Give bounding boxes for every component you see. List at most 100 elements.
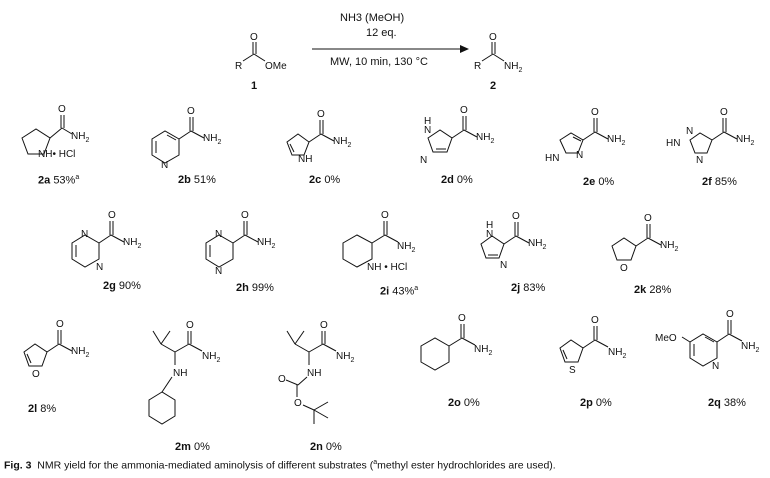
atom-label: NH2 bbox=[123, 237, 141, 250]
atom-label: NH2 bbox=[336, 351, 354, 364]
atom-label: O bbox=[32, 369, 40, 380]
compound-label: 2c 0% bbox=[309, 174, 341, 186]
atom-label: N bbox=[500, 260, 507, 271]
atom-label: O bbox=[187, 106, 195, 117]
atom-label: NH2 bbox=[607, 134, 625, 147]
atom-label: O bbox=[278, 374, 286, 385]
atom-label: O bbox=[726, 309, 734, 320]
atom-label: R bbox=[235, 61, 242, 72]
atom-label: N bbox=[576, 150, 583, 161]
structure-2a: O NH2 NH• HCl bbox=[21, 104, 89, 160]
reagent-text: NH3 (MeOH) bbox=[340, 12, 405, 24]
conditions-text: MW, 10 min, 130 °C bbox=[330, 56, 428, 68]
atom-label: NH2 bbox=[476, 132, 494, 145]
structure-2d: O NH2 H N N bbox=[420, 105, 494, 166]
structure-2e: O NH2 HN N bbox=[545, 107, 625, 164]
compound-label: 2p 0% bbox=[580, 397, 612, 409]
atom-label: NH • HCl bbox=[367, 262, 407, 273]
atom-label: O bbox=[458, 313, 466, 324]
atom-label: NH bbox=[298, 154, 312, 165]
atom-label: O bbox=[317, 109, 325, 120]
structure-2q: O NH2 MeO N bbox=[655, 309, 759, 372]
structure-2m: O NH2 NH bbox=[148, 320, 220, 425]
atom-label: O bbox=[108, 210, 116, 221]
structure-2j: O NH2 H N N bbox=[480, 211, 546, 271]
compound-label: 2n 0% bbox=[310, 441, 342, 453]
atom-label: N bbox=[696, 155, 703, 166]
structure-2o: O NH2 bbox=[420, 313, 492, 371]
atom-label: OMe bbox=[265, 61, 287, 72]
compound-label: 2q 38% bbox=[708, 397, 746, 409]
atom-label: O bbox=[320, 320, 328, 331]
product-label: 2 bbox=[490, 80, 497, 92]
compound-label: 2l 8% bbox=[28, 403, 57, 415]
atom-label: NH2 bbox=[257, 237, 275, 250]
atom-label: N bbox=[215, 266, 222, 277]
atom-label: NH2 bbox=[203, 133, 221, 146]
atom-label: NH bbox=[307, 368, 321, 379]
structure-2p: O NH2 S bbox=[559, 315, 626, 376]
atom-label: O bbox=[591, 315, 599, 326]
structure-2k: O NH2 O bbox=[611, 213, 678, 274]
structure-2b: O NH2 N bbox=[151, 106, 221, 171]
atom-label: NH2 bbox=[528, 238, 546, 251]
atom-label: NH2 bbox=[474, 344, 492, 357]
atom-label: O bbox=[241, 210, 249, 221]
atom-label: O bbox=[512, 211, 520, 222]
atom-label: N bbox=[215, 229, 222, 240]
atom-label: MeO bbox=[655, 333, 677, 344]
ester-structure: O R OMe bbox=[235, 32, 287, 72]
atom-label: NH2 bbox=[608, 347, 626, 360]
compound-label: 2b 51% bbox=[178, 174, 216, 186]
atom-label: NH2 bbox=[71, 346, 89, 359]
atom-label: N bbox=[712, 361, 719, 372]
compound-label: 2h 99% bbox=[236, 282, 274, 294]
amide-structure: O R NH2 bbox=[474, 32, 522, 74]
atom-label: O bbox=[56, 319, 64, 330]
sm-label: 1 bbox=[251, 80, 258, 92]
atom-label: N bbox=[686, 126, 693, 137]
atom-label: O bbox=[250, 32, 258, 43]
atom-label: NH bbox=[173, 368, 187, 379]
compound-label: 2e 0% bbox=[583, 176, 615, 188]
atom-label: O bbox=[186, 320, 194, 331]
atom-label: N bbox=[486, 229, 493, 240]
atom-label: O bbox=[294, 398, 302, 409]
compound-label: 2d 0% bbox=[441, 174, 473, 186]
atom-label: O bbox=[489, 32, 497, 43]
atom-label: NH• HCl bbox=[38, 149, 75, 160]
atom-label: S bbox=[569, 365, 576, 376]
structure-2f: O NH2 HN N N bbox=[666, 107, 754, 166]
atom-label: O bbox=[620, 263, 628, 274]
atom-label: NH2 bbox=[736, 134, 754, 147]
atom-label: N bbox=[424, 125, 431, 136]
structure-2h: O NH2 N N bbox=[205, 210, 275, 277]
atom-label: O bbox=[591, 107, 599, 118]
compound-label: 2j 83% bbox=[511, 282, 546, 294]
compound-label: 2i 43%a bbox=[380, 285, 419, 298]
atom-label: O bbox=[720, 107, 728, 118]
compound-label: 2k 28% bbox=[634, 284, 672, 296]
atom-label: H bbox=[486, 220, 493, 231]
atom-label: O bbox=[381, 210, 389, 221]
atom-label: O bbox=[644, 213, 652, 224]
reaction-arrow bbox=[312, 45, 469, 53]
atom-label: O bbox=[460, 105, 468, 116]
atom-label: NH2 bbox=[660, 240, 678, 253]
atom-label: NH2 bbox=[504, 61, 522, 74]
atom-label: NH2 bbox=[333, 136, 351, 149]
atom-label: NH2 bbox=[202, 351, 220, 364]
atom-label: N bbox=[420, 155, 427, 166]
equiv-text: 12 eq. bbox=[366, 27, 397, 39]
atom-label: HN bbox=[666, 138, 680, 149]
atom-label: R bbox=[474, 61, 481, 72]
compound-label: 2o 0% bbox=[448, 397, 480, 409]
atom-label: NH2 bbox=[397, 241, 415, 254]
atom-label: HN bbox=[545, 153, 559, 164]
structure-2l: O NH2 O bbox=[23, 319, 89, 380]
compound-label: 2a 53%a bbox=[38, 174, 80, 187]
atom-label: NH2 bbox=[741, 341, 759, 354]
structure-2g: O NH2 N N bbox=[71, 210, 141, 273]
atom-label: NH2 bbox=[71, 131, 89, 144]
atom-label: H bbox=[424, 116, 431, 127]
